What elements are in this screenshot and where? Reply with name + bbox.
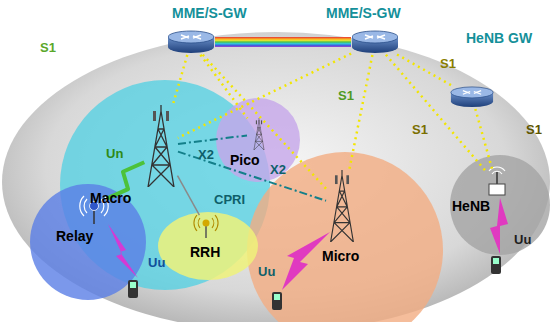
router-icon (352, 31, 398, 53)
network-element: HeNB GW (450, 86, 494, 108)
node-label: MME/S-GW (172, 5, 247, 21)
network-link (173, 55, 187, 104)
radio-link-bolt (490, 198, 508, 254)
interface-label: CPRI (214, 192, 245, 207)
network-link (215, 37, 351, 47)
node-label: Micro (322, 248, 359, 264)
router-icon (168, 31, 214, 53)
node-label: HeNB (452, 198, 490, 214)
network-link (178, 54, 351, 138)
interface-label: Uu (514, 232, 531, 247)
radio-link-bolt (108, 224, 138, 278)
interface-label: X2 (270, 162, 286, 177)
network-link (177, 176, 199, 215)
rrh-cell (158, 212, 258, 280)
interface-label: X2 (198, 147, 214, 162)
henb-icon (489, 167, 505, 195)
network-link (203, 55, 327, 189)
network-element: HeNB (486, 170, 506, 196)
interface-label: S1 (440, 56, 456, 71)
interface-label: S1 (338, 88, 354, 103)
network-link (178, 135, 247, 143)
network-element: Relay (82, 198, 106, 224)
micro-cell (247, 152, 443, 322)
interface-label: S1 (412, 122, 428, 137)
tower-icon (254, 118, 264, 150)
node-label: Pico (230, 152, 260, 168)
network-link (349, 55, 372, 169)
henb-cell (450, 155, 550, 255)
rrh-icon (194, 215, 218, 238)
network-link (386, 55, 485, 171)
network-element: MME/S-GW (352, 30, 398, 54)
interface-label: Uu (148, 255, 165, 270)
network-link (200, 55, 247, 119)
network-element: MME/S-GW (168, 30, 214, 54)
tower-icon (331, 170, 354, 242)
tower-icon (148, 105, 174, 187)
relay-cell (30, 184, 146, 300)
node-label: Relay (56, 228, 93, 244)
node-label: HeNB GW (466, 30, 532, 46)
phone-icon (491, 256, 501, 274)
interface-label: Uu (258, 264, 275, 279)
network-element: RRH (196, 216, 216, 238)
interface-label: Un (106, 146, 123, 161)
router-icon (451, 87, 493, 107)
interface-label: S1 (40, 40, 56, 55)
network-element: Micro (327, 170, 357, 242)
node-label: MME/S-GW (326, 5, 401, 21)
network-element: Macro (145, 105, 177, 187)
network-element: Pico (248, 118, 270, 150)
node-label: Macro (90, 190, 131, 206)
phone-icon (272, 292, 282, 310)
node-label: RRH (190, 244, 220, 260)
phone-icon (128, 280, 138, 298)
interface-label: S1 (526, 122, 542, 137)
